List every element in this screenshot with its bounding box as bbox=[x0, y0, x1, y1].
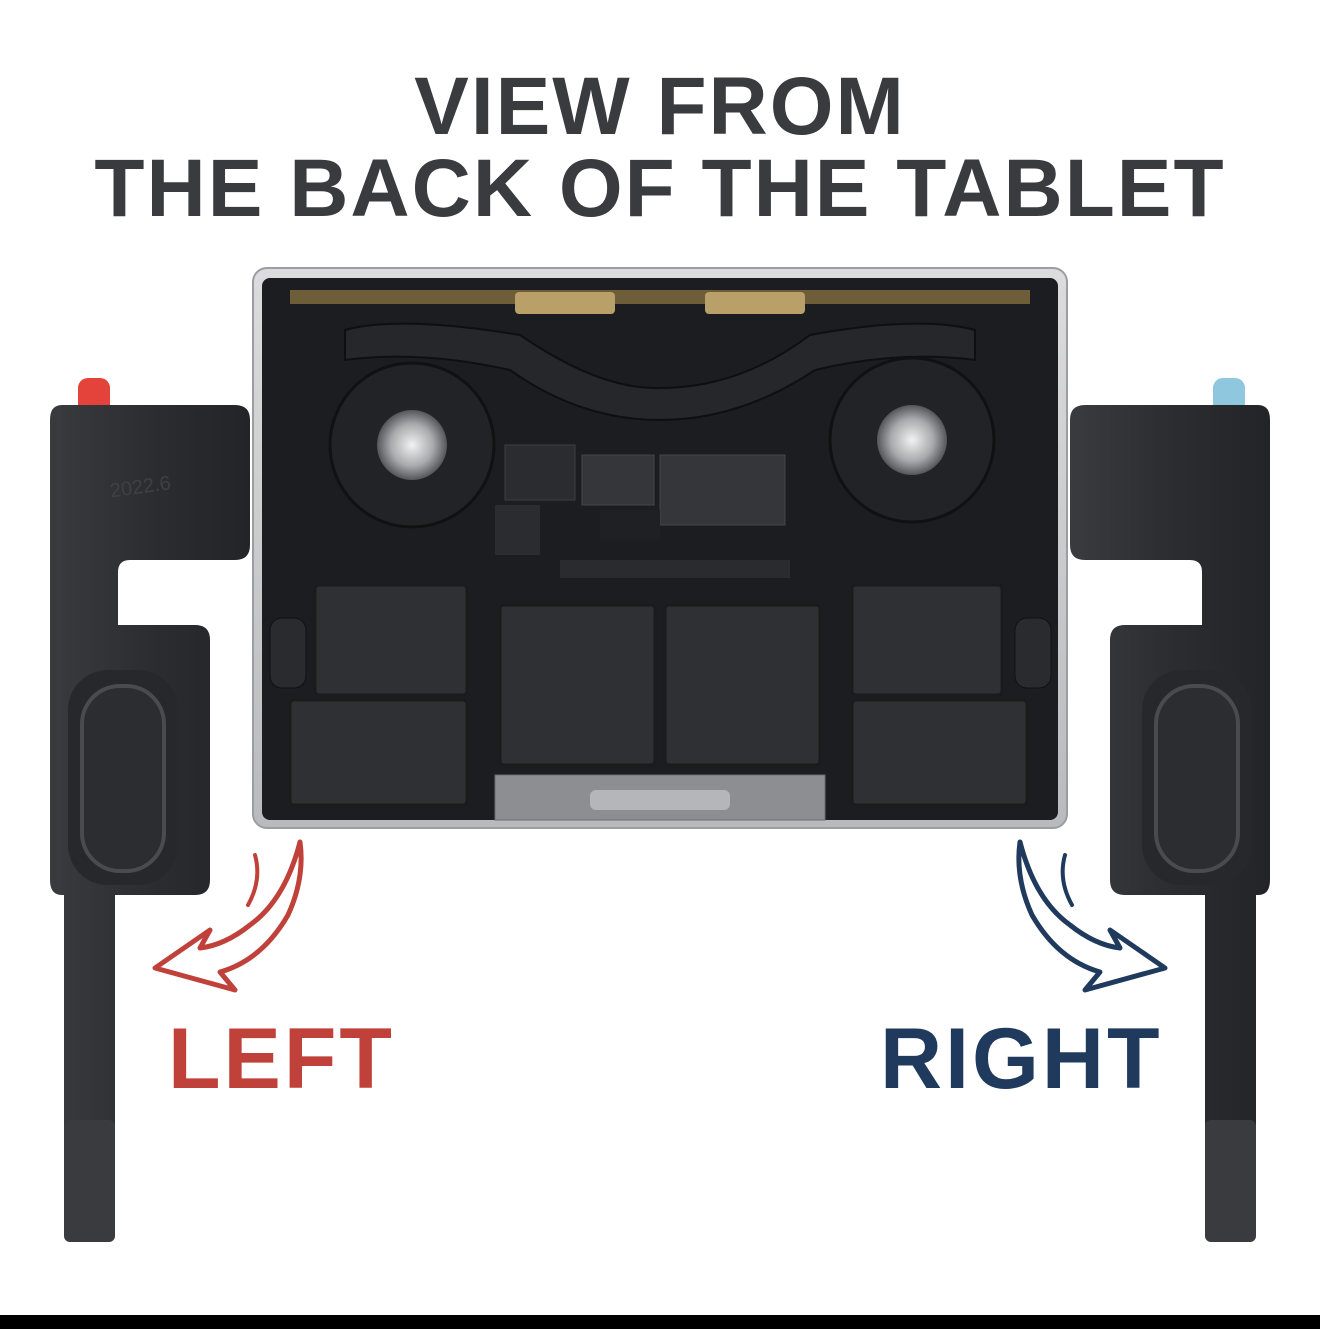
left-label: LEFT bbox=[168, 1011, 395, 1107]
title-line-1: VIEW FROM bbox=[414, 61, 906, 152]
battery-cells bbox=[288, 583, 1029, 807]
left-speaker: 2022.6 bbox=[50, 378, 250, 1242]
curved-arrow-down-right-icon bbox=[1016, 839, 1168, 993]
bottom-border bbox=[0, 1315, 1320, 1329]
right-fan bbox=[828, 356, 996, 524]
right-speaker bbox=[1070, 378, 1270, 1242]
laptop-chassis bbox=[252, 267, 1068, 829]
title-line-2: THE BACK OF THE TABLET bbox=[94, 143, 1226, 234]
right-label: RIGHT bbox=[880, 1011, 1163, 1107]
curved-arrow-down-left-icon bbox=[152, 839, 304, 993]
left-fan bbox=[328, 361, 496, 529]
